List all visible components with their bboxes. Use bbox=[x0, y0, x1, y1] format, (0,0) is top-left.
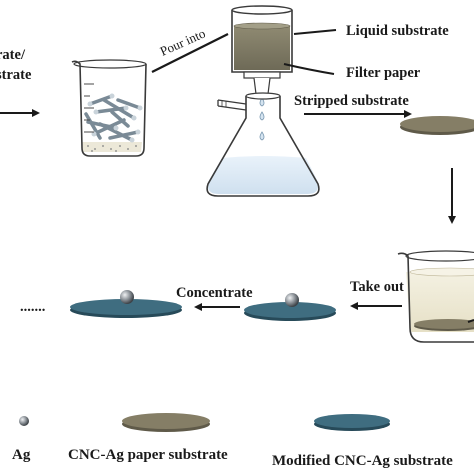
filter-flask bbox=[206, 92, 320, 197]
legend-modified-disc bbox=[314, 414, 390, 431]
ellipsis: ....... bbox=[20, 299, 46, 315]
modified-disc-with-ag-right bbox=[244, 293, 336, 321]
concentrate-label: Concentrate bbox=[176, 285, 253, 301]
take-out-label: Take out bbox=[350, 279, 404, 295]
stripped-substrate-disc bbox=[400, 116, 474, 135]
legend-modified-label: Modified CNC-Ag substrate bbox=[272, 453, 453, 469]
legend-ag-label: Ag bbox=[12, 447, 31, 463]
legend-paper-disc bbox=[122, 413, 210, 432]
cut-label-bottom: strate bbox=[0, 67, 32, 83]
callout-lines bbox=[283, 29, 337, 75]
filter-paper-label: Filter paper bbox=[346, 65, 421, 81]
legend-ag-sphere bbox=[19, 416, 29, 426]
beaker-with-substrate bbox=[397, 250, 474, 343]
stripped-substrate-label: Stripped substrate bbox=[294, 93, 409, 109]
liquid-substrate-label: Liquid substrate bbox=[346, 23, 449, 39]
filter-funnel bbox=[231, 5, 293, 141]
legend-paper-label: CNC-Ag paper substrate bbox=[68, 447, 228, 463]
modified-disc-with-ag-left bbox=[70, 290, 182, 318]
pour-into-arrow bbox=[151, 33, 229, 73]
beaker-with-fibers bbox=[71, 59, 147, 157]
cut-label-top: rate/ bbox=[0, 47, 25, 63]
